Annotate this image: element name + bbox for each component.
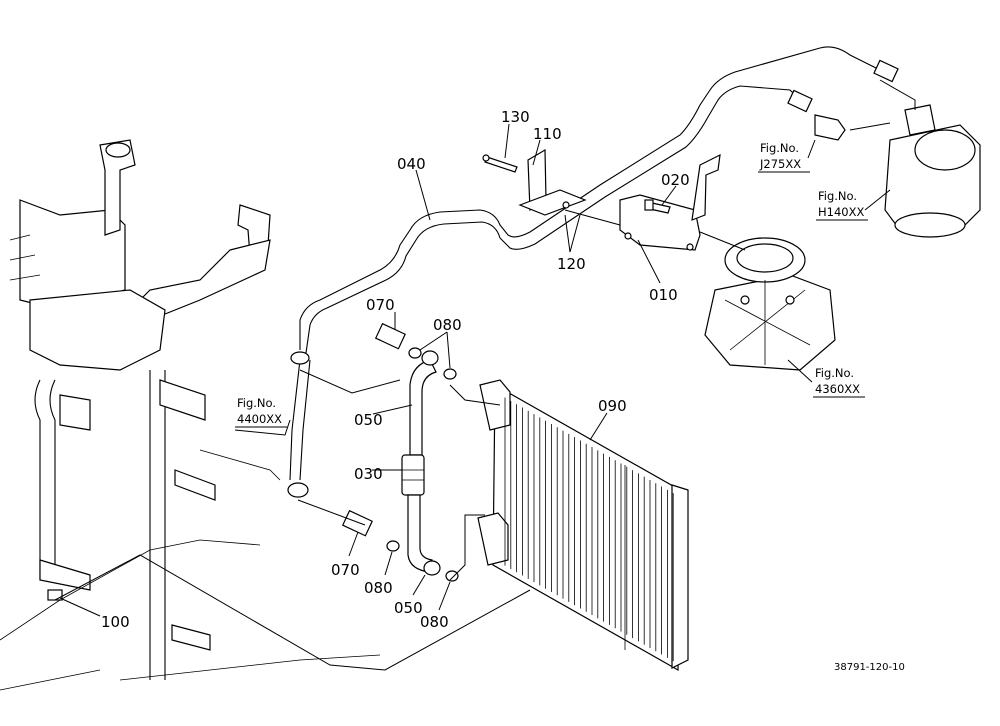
callout-080b: 080 — [364, 579, 393, 597]
receiver-h140xx — [884, 104, 981, 238]
callout-050b: 050 — [394, 599, 423, 617]
fig-ref-number: 4400XX — [237, 412, 282, 426]
tractor-frame — [0, 139, 381, 691]
leader-lines — [54, 79, 916, 671]
condenser-090 — [477, 379, 689, 672]
callout-120: 120 — [557, 255, 586, 273]
callout-030: 030 — [354, 465, 383, 483]
callout-010: 010 — [649, 286, 678, 304]
condenser-fins — [504, 397, 674, 662]
fig-ref-label: Fig.No. — [818, 189, 857, 203]
callout-labels: 1301100400201200100700800500900300700800… — [101, 108, 690, 631]
fig-ref-j275xx: Fig.No. J275XX — [758, 141, 810, 173]
fig-ref-4360xx: Fig.No. 4360XX — [813, 366, 865, 398]
callout-040: 040 — [397, 155, 426, 173]
callout-090: 090 — [598, 397, 627, 415]
fig-ref-number: J275XX — [759, 157, 801, 171]
callout-080a: 080 — [433, 316, 462, 334]
pipe-040 — [287, 46, 899, 498]
callout-130: 130 — [501, 108, 530, 126]
bracket-010 — [619, 153, 721, 251]
fig-ref-number: 4360XX — [815, 382, 860, 396]
callout-050a: 050 — [354, 411, 383, 429]
fig-ref-h140xx: Fig.No. H140XX — [816, 189, 868, 221]
callout-080c: 080 — [420, 613, 449, 631]
bolt-130 — [482, 154, 518, 173]
compressor-4360xx — [704, 237, 836, 371]
fig-ref-label: Fig.No. — [760, 141, 799, 155]
figure-references: Fig.No.J275XXFig.No.H140XXFig.No.4360XXF… — [235, 141, 868, 428]
drawing-number: 38791-120-10 — [834, 662, 905, 673]
fig-ref-number: H140XX — [818, 205, 864, 219]
fig-ref-label: Fig.No. — [237, 396, 276, 410]
callout-100: 100 — [101, 613, 130, 631]
bracket-110 — [518, 148, 587, 216]
callout-070a: 070 — [366, 296, 395, 314]
callout-020: 020 — [661, 171, 690, 189]
callout-110: 110 — [533, 125, 562, 143]
fig-ref-4400xx: Fig.No. 4400XX — [235, 396, 287, 428]
fig-ref-label: Fig.No. — [815, 366, 854, 380]
bolt-020 — [644, 199, 671, 214]
callout-070b: 070 — [331, 561, 360, 579]
hose-assembly — [341, 322, 459, 582]
